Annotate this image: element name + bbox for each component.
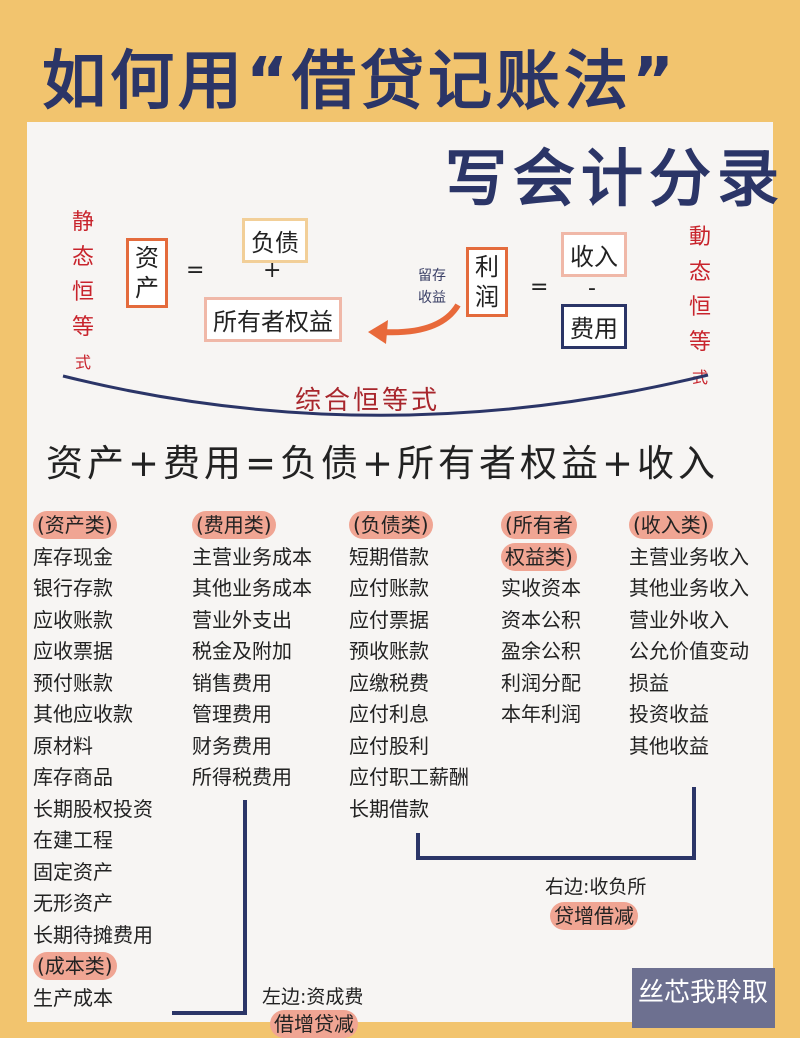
label-char: 恒 [688, 295, 711, 320]
label-char: 動 [688, 225, 711, 250]
label-char: 态 [71, 245, 94, 270]
account-item: 公允价值变动 [629, 639, 749, 663]
label-char: 式 [74, 353, 91, 372]
account-item: 本年利润 [501, 702, 581, 726]
liabilities-box: 负债 [242, 218, 308, 263]
account-item: 长期借款 [349, 796, 429, 821]
account-item: 预收账款 [349, 639, 429, 663]
account-item: 营业外支出 [192, 607, 292, 632]
retained-line1: 留存 [418, 268, 446, 284]
column-revenue: (收入类) 主营业务收入其他业务收入营业外收入公允价值变动损益投资收益其他收益 [629, 510, 749, 762]
account-item: 资本公积 [501, 607, 581, 632]
account-item: 银行存款 [33, 576, 113, 600]
watermark: 丝芯我聆取 [632, 968, 775, 1028]
account-item: 长期待摊费用 [33, 922, 153, 947]
column-assets: (资产类) 库存现金银行存款应收账款应收票据预付账款其他应收款原材料库存商品长期股… [33, 510, 153, 1014]
account-item: 损益 [629, 670, 669, 695]
combined-formula: 资产+费用=负债+所有者权益+收入 [46, 442, 720, 485]
account-item: 利润分配 [501, 670, 581, 695]
account-item: 其他应收款 [33, 702, 133, 726]
account-item: 预付账款 [33, 670, 113, 695]
profit-box: 利润 [466, 247, 508, 317]
label-char: 等 [71, 315, 94, 340]
revenue-box: 收入 [561, 232, 627, 277]
account-item: 固定资产 [33, 859, 113, 884]
plus-sign: + [263, 258, 282, 283]
category-header: 权益类) [501, 542, 577, 571]
account-item: 生产成本 [33, 985, 113, 1010]
category-header: (成本类) [33, 952, 117, 980]
retained-earnings-label: 留存收益 [412, 265, 452, 309]
account-item: 无形资产 [33, 891, 113, 915]
account-item: 管理费用 [192, 702, 272, 726]
account-item: 主营业务收入 [629, 544, 749, 569]
account-item: 库存现金 [33, 544, 113, 569]
combined-equation-label: 综合恒等式 [295, 386, 441, 416]
account-item: 实收资本 [501, 576, 581, 600]
account-item: 投资收益 [629, 702, 709, 726]
account-item: 短期借款 [349, 544, 429, 569]
right-bracket-left [416, 833, 420, 860]
account-item: 应收账款 [33, 607, 113, 632]
account-item: 所得税费用 [192, 765, 292, 789]
expense-box: 费用 [561, 304, 627, 349]
right-bracket-bottom [416, 856, 696, 860]
account-item: 应付利息 [349, 702, 429, 726]
left-note-label: 左边:资成费 [262, 986, 364, 1008]
account-item: 其他收益 [629, 733, 709, 758]
left-bracket-horizontal [172, 1011, 247, 1015]
assets-box: 资产 [126, 238, 168, 308]
account-item: 其他业务成本 [192, 576, 312, 600]
column-equity: (所有者权益类) 实收资本资本公积盈余公积利润分配本年利润 [501, 510, 581, 731]
account-item: 财务费用 [192, 733, 272, 758]
subtitle: 写会计分录 [445, 142, 786, 215]
retained-line2: 收益 [418, 290, 446, 306]
account-item: 在建工程 [33, 828, 113, 852]
account-item: 应缴税费 [349, 670, 429, 695]
label-char: 态 [688, 260, 711, 285]
column-expenses: (费用类) 主营业务成本其他业务成本营业外支出税金及附加销售费用管理费用财务费用所… [192, 510, 312, 794]
column-liabilities: (负债类) 短期借款应付账款应付票据预收账款应缴税费应付利息应付股利应付职工薪酬长… [349, 510, 469, 825]
category-header: (费用类) [192, 511, 276, 539]
category-header: (所有者 [501, 511, 577, 539]
right-bracket-right [692, 787, 696, 860]
account-item: 主营业务成本 [192, 544, 312, 569]
category-header: (资产类) [33, 511, 117, 539]
account-item: 库存商品 [33, 765, 113, 789]
dynamic-equation-label: 動态恒等式 [685, 220, 715, 395]
account-item: 销售费用 [192, 670, 272, 695]
equals-sign: = [186, 258, 205, 283]
account-item: 营业外收入 [629, 607, 729, 632]
account-item: 盈余公积 [501, 639, 581, 663]
account-item: 税金及附加 [192, 639, 292, 663]
label-char: 静 [71, 210, 94, 235]
right-note-rule: 贷增借减 [550, 902, 638, 930]
account-item: 应付股利 [349, 733, 429, 758]
arrow-icon [368, 303, 461, 344]
account-item: 原材料 [33, 733, 93, 758]
account-item: 长期股权投资 [33, 796, 153, 821]
left-note-rule: 借增贷减 [270, 1010, 358, 1038]
account-item: 应付职工薪酬 [349, 765, 469, 789]
label-char: 恒 [71, 280, 94, 305]
right-note-label: 右边:收负所 [545, 876, 647, 898]
minus-sign: - [588, 276, 596, 301]
account-item: 应付账款 [349, 576, 429, 600]
main-title: 如何用“借贷记账法” [42, 45, 679, 119]
account-item: 应付票据 [349, 607, 429, 632]
equity-box: 所有者权益 [204, 297, 342, 342]
equals-sign-2: = [530, 275, 549, 300]
category-header: (收入类) [629, 511, 713, 539]
category-header: (负债类) [349, 511, 433, 539]
account-item: 其他业务收入 [629, 576, 749, 600]
brace-curve [62, 373, 709, 417]
label-char: 等 [688, 330, 711, 355]
left-bracket-vertical [243, 800, 247, 1015]
account-item: 应收票据 [33, 639, 113, 663]
static-equation-label: 静态恒等式 [68, 205, 98, 380]
